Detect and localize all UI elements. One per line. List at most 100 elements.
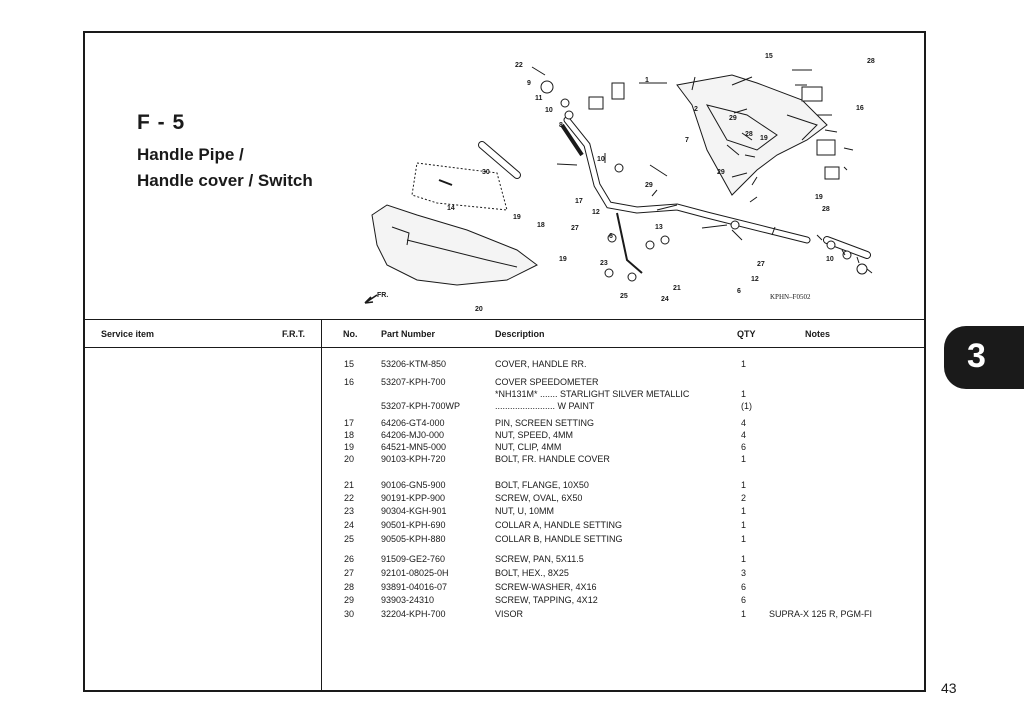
svg-text:19: 19 [815, 194, 823, 201]
row-description: BOLT, HEX., 8X25 [495, 568, 569, 578]
row-description: PIN, SCREEN SETTING [495, 418, 595, 428]
row-part-number: 53207-KPH-700 [381, 377, 446, 387]
row-qty: 4 [741, 430, 747, 440]
row-qty: 6 [741, 595, 747, 605]
svg-text:23: 23 [600, 260, 608, 267]
row-no: 17 [344, 418, 355, 428]
exploded-parts-diagram: 22 9 11 10 8 10 1 2 15 28 28 16 3 29 5 4… [364, 53, 875, 313]
svg-text:28: 28 [745, 131, 753, 138]
row-qty: 1 [741, 506, 747, 516]
svg-text:25: 25 [620, 293, 628, 300]
row-part-number: 92101-08025-0H [381, 568, 449, 578]
row-description: COVER, HANDLE RR. [495, 359, 587, 369]
row-no: 15 [344, 359, 355, 369]
row-description: COVER SPEEDOMETER [495, 377, 599, 387]
row-part-number: 90191-KPP-900 [381, 493, 446, 503]
row-no: 23 [344, 506, 355, 516]
column-divider [321, 320, 322, 692]
row-no: 30 [344, 609, 355, 619]
row-part-number: 90501-KPH-690 [381, 520, 446, 530]
row-qty: 1 [741, 480, 747, 490]
svg-text:28: 28 [822, 206, 830, 213]
section-code: F - 5 [137, 111, 186, 134]
header-notes: Notes [805, 329, 831, 339]
header-description: Description [495, 329, 545, 339]
row-part-number: 93891-04016-07 [381, 582, 448, 592]
svg-text:12: 12 [592, 209, 600, 216]
row-description: ........................ W PAINT [495, 401, 595, 411]
row-part-number: 93903-24310 [381, 595, 435, 605]
row-description: COLLAR B, HANDLE SETTING [495, 534, 623, 544]
row-no: 24 [344, 520, 355, 530]
row-no: 28 [344, 582, 355, 592]
row-description: NUT, SPEED, 4MM [495, 430, 574, 440]
row-part-number: 32204-KPH-700 [381, 609, 446, 619]
svg-text:15: 15 [765, 53, 773, 60]
svg-text:20: 20 [475, 306, 483, 313]
svg-text:10: 10 [597, 156, 605, 163]
table-row: *NH131M* ....... STARLIGHT SILVER METALL… [85, 388, 924, 400]
row-qty: 1 [741, 520, 747, 530]
row-qty: 1 [741, 389, 747, 399]
row-description: NUT, CLIP, 4MM [495, 442, 562, 452]
row-description: COLLAR A, HANDLE SETTING [495, 520, 623, 530]
row-part-number: 64206-GT4-000 [381, 418, 445, 428]
svg-text:11: 11 [535, 95, 543, 102]
row-qty: 2 [741, 493, 747, 503]
svg-text:18: 18 [537, 222, 545, 229]
row-part-number: 91509-GE2-760 [381, 554, 446, 564]
svg-text:17: 17 [575, 198, 583, 205]
row-qty: 4 [741, 418, 747, 428]
svg-text:28: 28 [867, 58, 875, 65]
svg-text:10: 10 [545, 107, 553, 114]
row-description: SCREW-WASHER, 4X16 [495, 582, 597, 592]
row-part-number: 90505-KPH-880 [381, 534, 446, 544]
row-no: 29 [344, 595, 355, 605]
row-part-number: 90304-KGH-901 [381, 506, 447, 516]
row-qty: 1 [741, 454, 747, 464]
section-title-line2: Handle cover / Switch [137, 171, 313, 190]
row-no: 16 [344, 377, 355, 387]
table-row: 29 93903-24310 SCREW, TAPPING, 4X12 6 [85, 594, 924, 606]
row-no: 18 [344, 430, 355, 440]
svg-text:13: 13 [655, 224, 663, 231]
table-row: 24 90501-KPH-690 COLLAR A, HANDLE SETTING 1 [85, 519, 924, 531]
row-notes: SUPRA-X 125 R, PGM-FI [769, 609, 873, 619]
row-part-number: 90106-GN5-900 [381, 480, 446, 490]
row-qty: 1 [741, 359, 747, 369]
row-no: 27 [344, 568, 355, 578]
table-row: 16 53207-KPH-700 COVER SPEEDOMETER [85, 376, 924, 388]
row-no: 20 [344, 454, 355, 464]
table-row: 17 64206-GT4-000 PIN, SCREEN SETTING 4 [85, 417, 924, 429]
row-description: SCREW, TAPPING, 4X12 [495, 595, 598, 605]
svg-text:12: 12 [751, 276, 759, 283]
row-part-number: 53207-KPH-700WP [381, 401, 461, 411]
row-part-number: 64521-MN5-000 [381, 442, 447, 452]
svg-text:22: 22 [515, 62, 523, 69]
table-header: Service item F.R.T. No. Part Number Desc… [85, 320, 924, 348]
row-no: 21 [344, 480, 355, 490]
row-part-number: 64206-MJ0-000 [381, 430, 445, 440]
table-row: 53207-KPH-700WP ........................ … [85, 400, 924, 412]
row-qty: 6 [741, 442, 747, 452]
row-no: 25 [344, 534, 355, 544]
row-qty: 1 [741, 534, 747, 544]
svg-text:8: 8 [559, 122, 563, 129]
svg-text:2: 2 [694, 106, 698, 113]
row-qty: 1 [741, 609, 747, 619]
table-row: 18 64206-MJ0-000 NUT, SPEED, 4MM 4 [85, 429, 924, 441]
svg-text:21: 21 [673, 285, 681, 292]
svg-text:27: 27 [757, 261, 765, 268]
svg-text:24: 24 [661, 296, 669, 303]
svg-text:19: 19 [559, 256, 567, 263]
row-part-number: 90103-KPH-720 [381, 454, 446, 464]
svg-text:16: 16 [856, 105, 864, 112]
